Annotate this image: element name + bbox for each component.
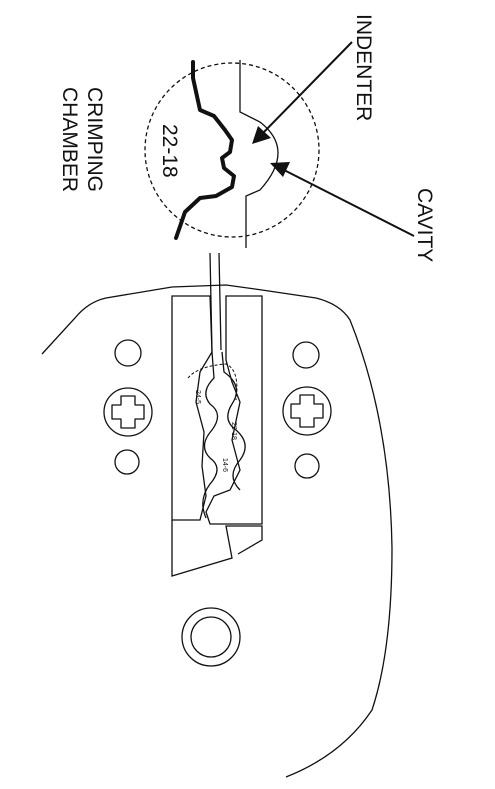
right-hole-bottom	[294, 453, 320, 479]
indenter-label: INDENTER	[352, 14, 375, 121]
crimping-chamber-label: CRIMPING CHAMBER	[58, 87, 106, 192]
die-marking-left: 24-5	[194, 390, 201, 404]
cavity-arrowhead	[270, 162, 290, 177]
tool-right-handle-edge	[285, 297, 393, 778]
left-hole-bottom	[114, 449, 140, 475]
cavity-label: CAVITY	[413, 188, 436, 262]
die-marking-middle: 22-18	[230, 422, 237, 440]
die-dashed-mark	[187, 363, 238, 401]
lower-jaw-plate	[205, 295, 263, 525]
indenter-arrowhead	[252, 126, 271, 144]
left-screw-cross-icon	[111, 395, 145, 429]
crimping-label-line1: CRIMPING	[83, 87, 106, 192]
indenter-contour	[174, 60, 236, 240]
upper-jaw-plate	[171, 295, 213, 521]
die-profile-upper	[202, 351, 219, 519]
die-marking-right: 14-6	[221, 458, 228, 472]
indenter-arrow	[252, 41, 353, 144]
right-hole-top	[292, 341, 320, 369]
crimping-label-line2: CHAMBER	[58, 87, 81, 192]
cavity-contour	[239, 60, 279, 248]
crimping-chamber-callout: 22-18	[144, 60, 320, 248]
tool-left-handle-edge	[41, 284, 317, 355]
callout-dashed-circle	[144, 62, 320, 238]
right-screw-cross-icon	[290, 394, 324, 428]
cutter-blade	[171, 520, 263, 577]
crimping-tool-head: 24-5 22-18 14-6	[41, 284, 393, 778]
left-screw	[103, 387, 153, 437]
callout-connector-right	[218, 252, 222, 351]
cavity-arrow	[270, 162, 415, 237]
left-hole-top	[114, 339, 142, 367]
callout-size-label: 22-18	[158, 124, 181, 178]
right-screw	[282, 386, 332, 436]
pivot-bolt	[181, 607, 241, 667]
